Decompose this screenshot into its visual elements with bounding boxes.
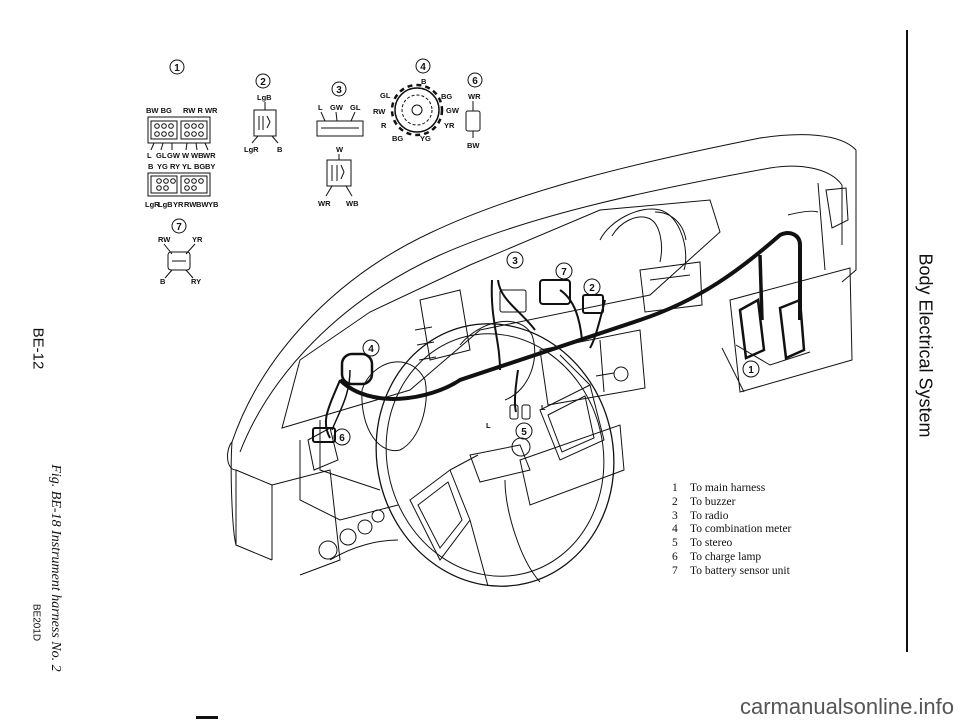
c1-r2b-4: BW <box>196 200 209 209</box>
c1-r2t-1: YG <box>157 162 168 171</box>
c7-top-left: RW <box>158 235 171 244</box>
callout-charge-lamp: 6 <box>339 433 345 444</box>
c1-r2b-1: LgB <box>158 200 173 209</box>
c1-r2t-0: B <box>148 162 154 171</box>
legend-num: 4 <box>672 523 678 536</box>
c1-r2t-3: YL <box>182 162 192 171</box>
c1-r1-1: GL <box>156 151 167 160</box>
legend-num: 5 <box>672 537 678 550</box>
c3-top-1: GW <box>330 103 344 112</box>
c4-label-1: GL <box>380 91 391 100</box>
c1-r2t-2: RY <box>170 162 180 171</box>
legend-text: To combination meter <box>690 523 792 536</box>
legend-text: To main harness <box>690 482 766 494</box>
c2-bottom-left: LgR <box>244 145 259 154</box>
callout-meter: 4 <box>368 344 374 355</box>
c1-r2b-0: LgR <box>145 200 160 209</box>
c1-r2t-5: BY <box>205 162 215 171</box>
dashboard-outline <box>227 134 857 576</box>
legend-num: 3 <box>672 509 678 522</box>
c4-label-7: BG <box>392 134 403 143</box>
connector-3-detail: 3 L GW GL W WR WB <box>316 81 364 208</box>
connector-2-number: 2 <box>260 77 266 88</box>
c3-bottom-right: WB <box>346 199 359 208</box>
c4-label-5: R <box>381 121 387 130</box>
callout-battery-sensor: 7 <box>561 267 567 278</box>
watermark: carmanualsonline.info <box>739 694 954 719</box>
c4-label-2: BG <box>441 92 452 101</box>
callout-main-harness: 1 <box>748 365 754 376</box>
legend-num: 2 <box>672 495 678 508</box>
legend-num: 6 <box>672 550 678 563</box>
c1-r2t-4: BG <box>194 162 205 171</box>
connector-3-number: 3 <box>336 85 342 96</box>
c1-label-top-left: BW BG <box>146 106 172 115</box>
connector-4-number: 4 <box>420 62 426 73</box>
c1-r2b-5: YB <box>208 200 219 209</box>
legend-item: 5 To stereo <box>672 537 791 551</box>
c3-top-2: GL <box>350 103 361 112</box>
legend-item: 7 To battery sensor unit <box>672 565 791 579</box>
legend-item: 3 To radio <box>672 510 791 524</box>
c4-label-8: YG <box>420 134 431 143</box>
legend-text: To stereo <box>690 537 733 550</box>
c1-r1-3: W <box>182 151 190 160</box>
margin-rule <box>906 30 908 652</box>
callout-radio: 3 <box>512 256 518 267</box>
legend-text: To buzzer <box>690 495 736 508</box>
c2-bottom-right: B <box>277 145 283 154</box>
c1-r1-0: L <box>147 151 152 160</box>
c1-r1-5: WR <box>203 151 216 160</box>
steering-wheel <box>375 323 615 587</box>
connector-6-number: 6 <box>472 76 478 87</box>
bottom-dash <box>196 716 218 719</box>
c6-bottom: BW <box>467 141 480 150</box>
connector-1-number: 1 <box>174 63 180 74</box>
c4-label-4: GW <box>446 106 460 115</box>
legend-text: To radio <box>690 509 729 522</box>
c7-top-right: YR <box>192 235 203 244</box>
c3-top-0: L <box>318 103 323 112</box>
c2-top: LgB <box>257 93 272 102</box>
legend-item: 2 To buzzer <box>672 496 791 510</box>
c4-label-0: B <box>421 77 427 86</box>
stereo-lead-l-right: L <box>541 403 546 412</box>
legend-item: 4 To combination meter <box>672 523 791 537</box>
c1-r1-2: GW <box>167 151 181 160</box>
c6-top: WR <box>468 92 481 101</box>
c3-bottom-left: WR <box>318 199 331 208</box>
connector-1-detail: 1 BW BG RW R WR L GL GW W WB <box>145 59 219 209</box>
connector-6-detail: 6 WR BW <box>465 72 483 150</box>
connector-4-detail: 4 B GL BG RW GW R YR BG YG <box>373 58 460 143</box>
c1-r2b-3: RW <box>184 200 197 209</box>
connector-7-detail: 7 RW YR B RY <box>158 218 203 286</box>
legend-num: 7 <box>672 564 678 577</box>
c1-r1-4: WB <box>191 151 204 160</box>
callout-stereo: 5 <box>521 427 527 438</box>
legend-num: 1 <box>672 482 678 494</box>
c1-r2b-2: YR <box>173 200 184 209</box>
connector-7-number: 7 <box>176 222 182 233</box>
c7-bottom-right: RY <box>191 277 201 286</box>
c1-label-top-right: RW R WR <box>183 106 218 115</box>
legend-item: 1 To main harness <box>672 482 791 496</box>
c7-bottom-left: B <box>160 277 166 286</box>
legend-text: To battery sensor unit <box>690 564 790 577</box>
stereo-lead-l-left: L <box>486 421 491 430</box>
legend-text: To charge lamp <box>690 550 762 563</box>
connector-2-detail: 2 LgB LgR B <box>244 73 283 154</box>
c3-mid: W <box>336 145 344 154</box>
callout-buzzer: 2 <box>589 283 595 294</box>
c4-label-6: YR <box>444 121 455 130</box>
c4-label-3: RW <box>373 107 386 116</box>
instrument-harness <box>312 231 811 443</box>
diagram-callouts: 1 2 3 4 5 6 7 L L <box>333 251 760 446</box>
legend-item: 6 To charge lamp <box>672 551 791 565</box>
